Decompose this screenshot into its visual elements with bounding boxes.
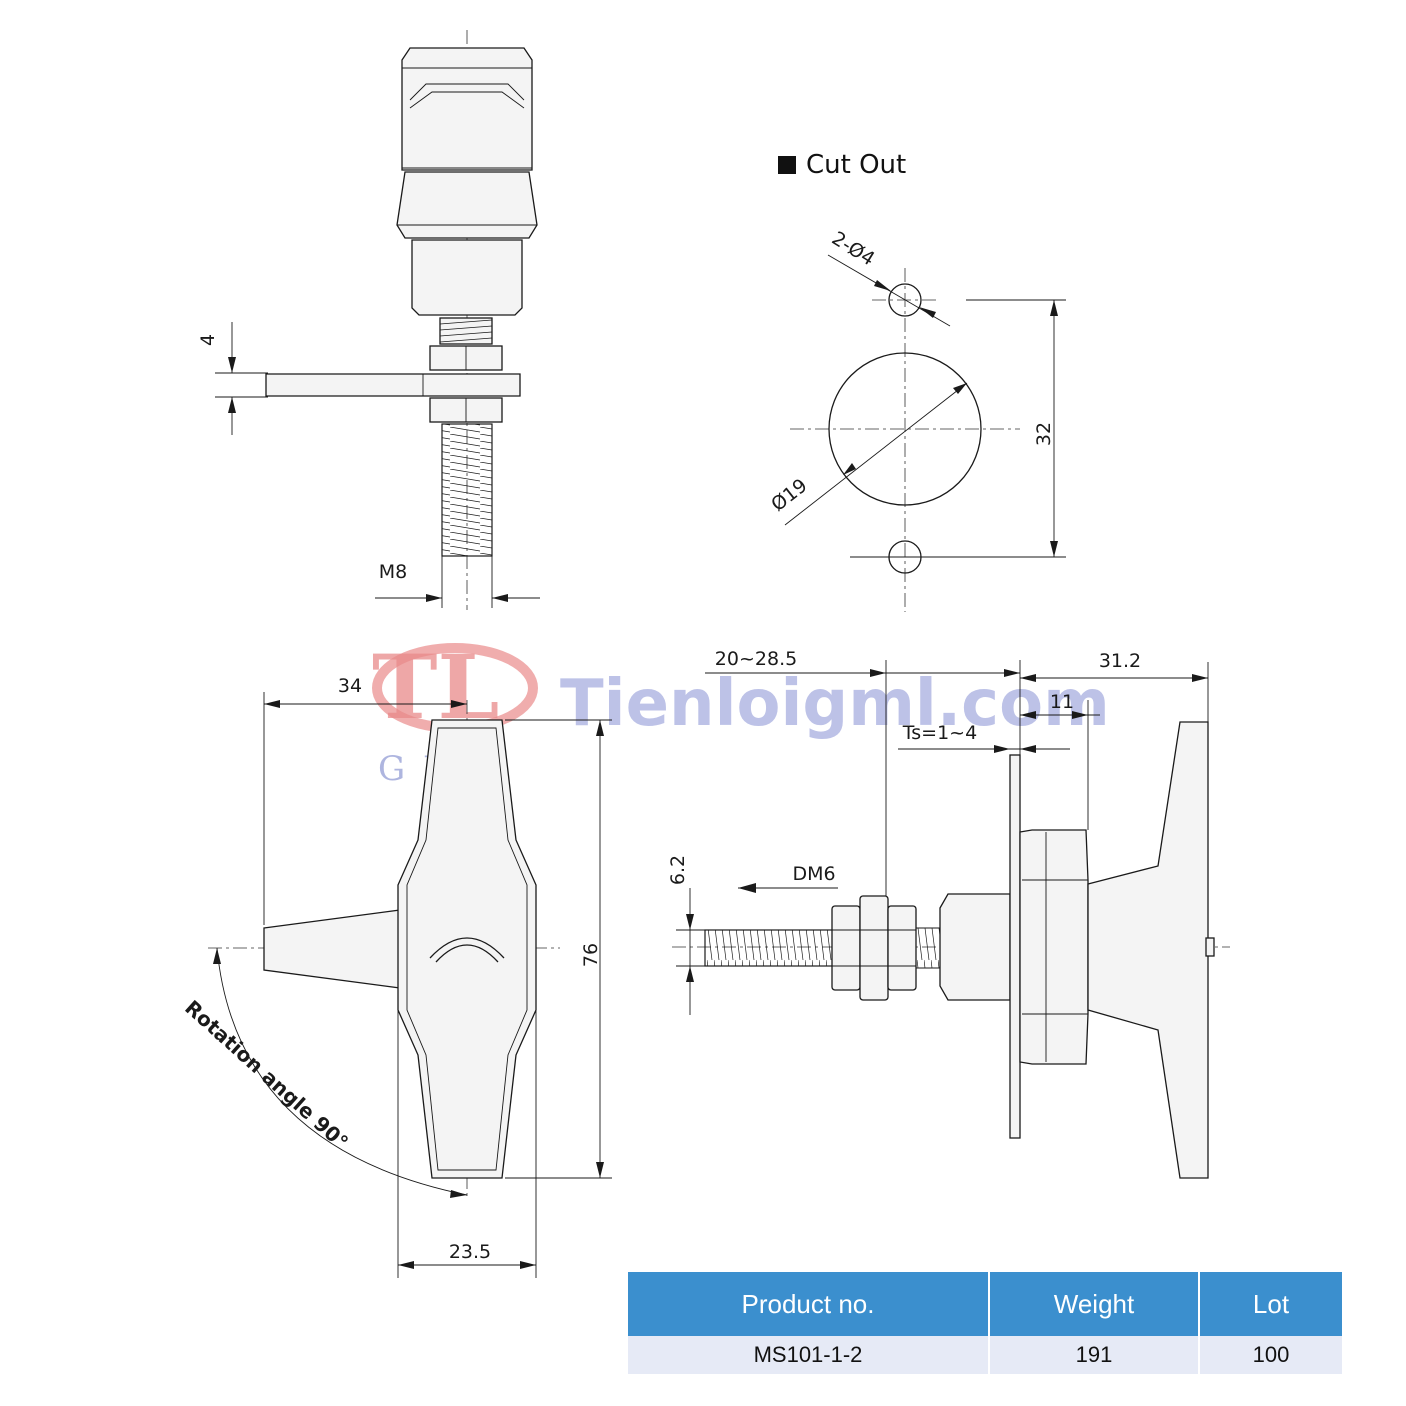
square-bullet-icon bbox=[778, 156, 796, 174]
cutout-view: 2-Ø4 Ø19 32 bbox=[767, 227, 1066, 612]
dim-handle-length: 76 bbox=[580, 943, 602, 967]
dim-plate-thickness: 4 bbox=[197, 334, 219, 346]
spec-table: Product no. Weight Lot MS101-1-2 191 100 bbox=[628, 1272, 1342, 1374]
dim-rotation: Rotation angle 90° bbox=[180, 995, 353, 1154]
cutout-title: Cut Out bbox=[778, 150, 906, 180]
dim-shaft-length: 20~28.5 bbox=[715, 648, 797, 670]
cell-weight: 191 bbox=[989, 1336, 1200, 1374]
dim-hole-spacing: 32 bbox=[1033, 422, 1055, 446]
cutout-circle bbox=[828, 352, 982, 506]
dim-thread-side: DM6 bbox=[792, 863, 835, 885]
dim-flange-depth: 11 bbox=[1050, 691, 1074, 713]
watermark-site: Tienloigml.com bbox=[560, 667, 1110, 741]
dim-body-length: 31.2 bbox=[1099, 650, 1141, 672]
table-header-row: Product no. Weight Lot bbox=[628, 1272, 1342, 1336]
dim-thread-top: M8 bbox=[379, 561, 407, 583]
mount-hole-top bbox=[888, 283, 922, 317]
dim-handle-width: 23.5 bbox=[449, 1241, 491, 1263]
dim-hole-callout: 2-Ø4 bbox=[828, 227, 879, 270]
dim-shaft-dia: 6.2 bbox=[667, 855, 689, 885]
header-lot: Lot bbox=[1199, 1272, 1342, 1336]
cutout-title-text: Cut Out bbox=[806, 150, 907, 180]
side-view: 20~28.5 31.2 11 Ts=1~4 6.2 DM6 bbox=[667, 648, 1230, 1179]
cell-product-no: MS101-1-2 bbox=[628, 1336, 990, 1374]
dim-panel-thickness: Ts=1~4 bbox=[902, 722, 977, 744]
cell-lot: 100 bbox=[1199, 1336, 1342, 1374]
table-row: MS101-1-2 191 100 bbox=[628, 1336, 1342, 1374]
header-weight: Weight bbox=[989, 1272, 1200, 1336]
header-product-no: Product no. bbox=[628, 1272, 990, 1336]
dim-handle-reach: 34 bbox=[338, 675, 362, 697]
top-view: 4 M8 bbox=[197, 30, 540, 610]
